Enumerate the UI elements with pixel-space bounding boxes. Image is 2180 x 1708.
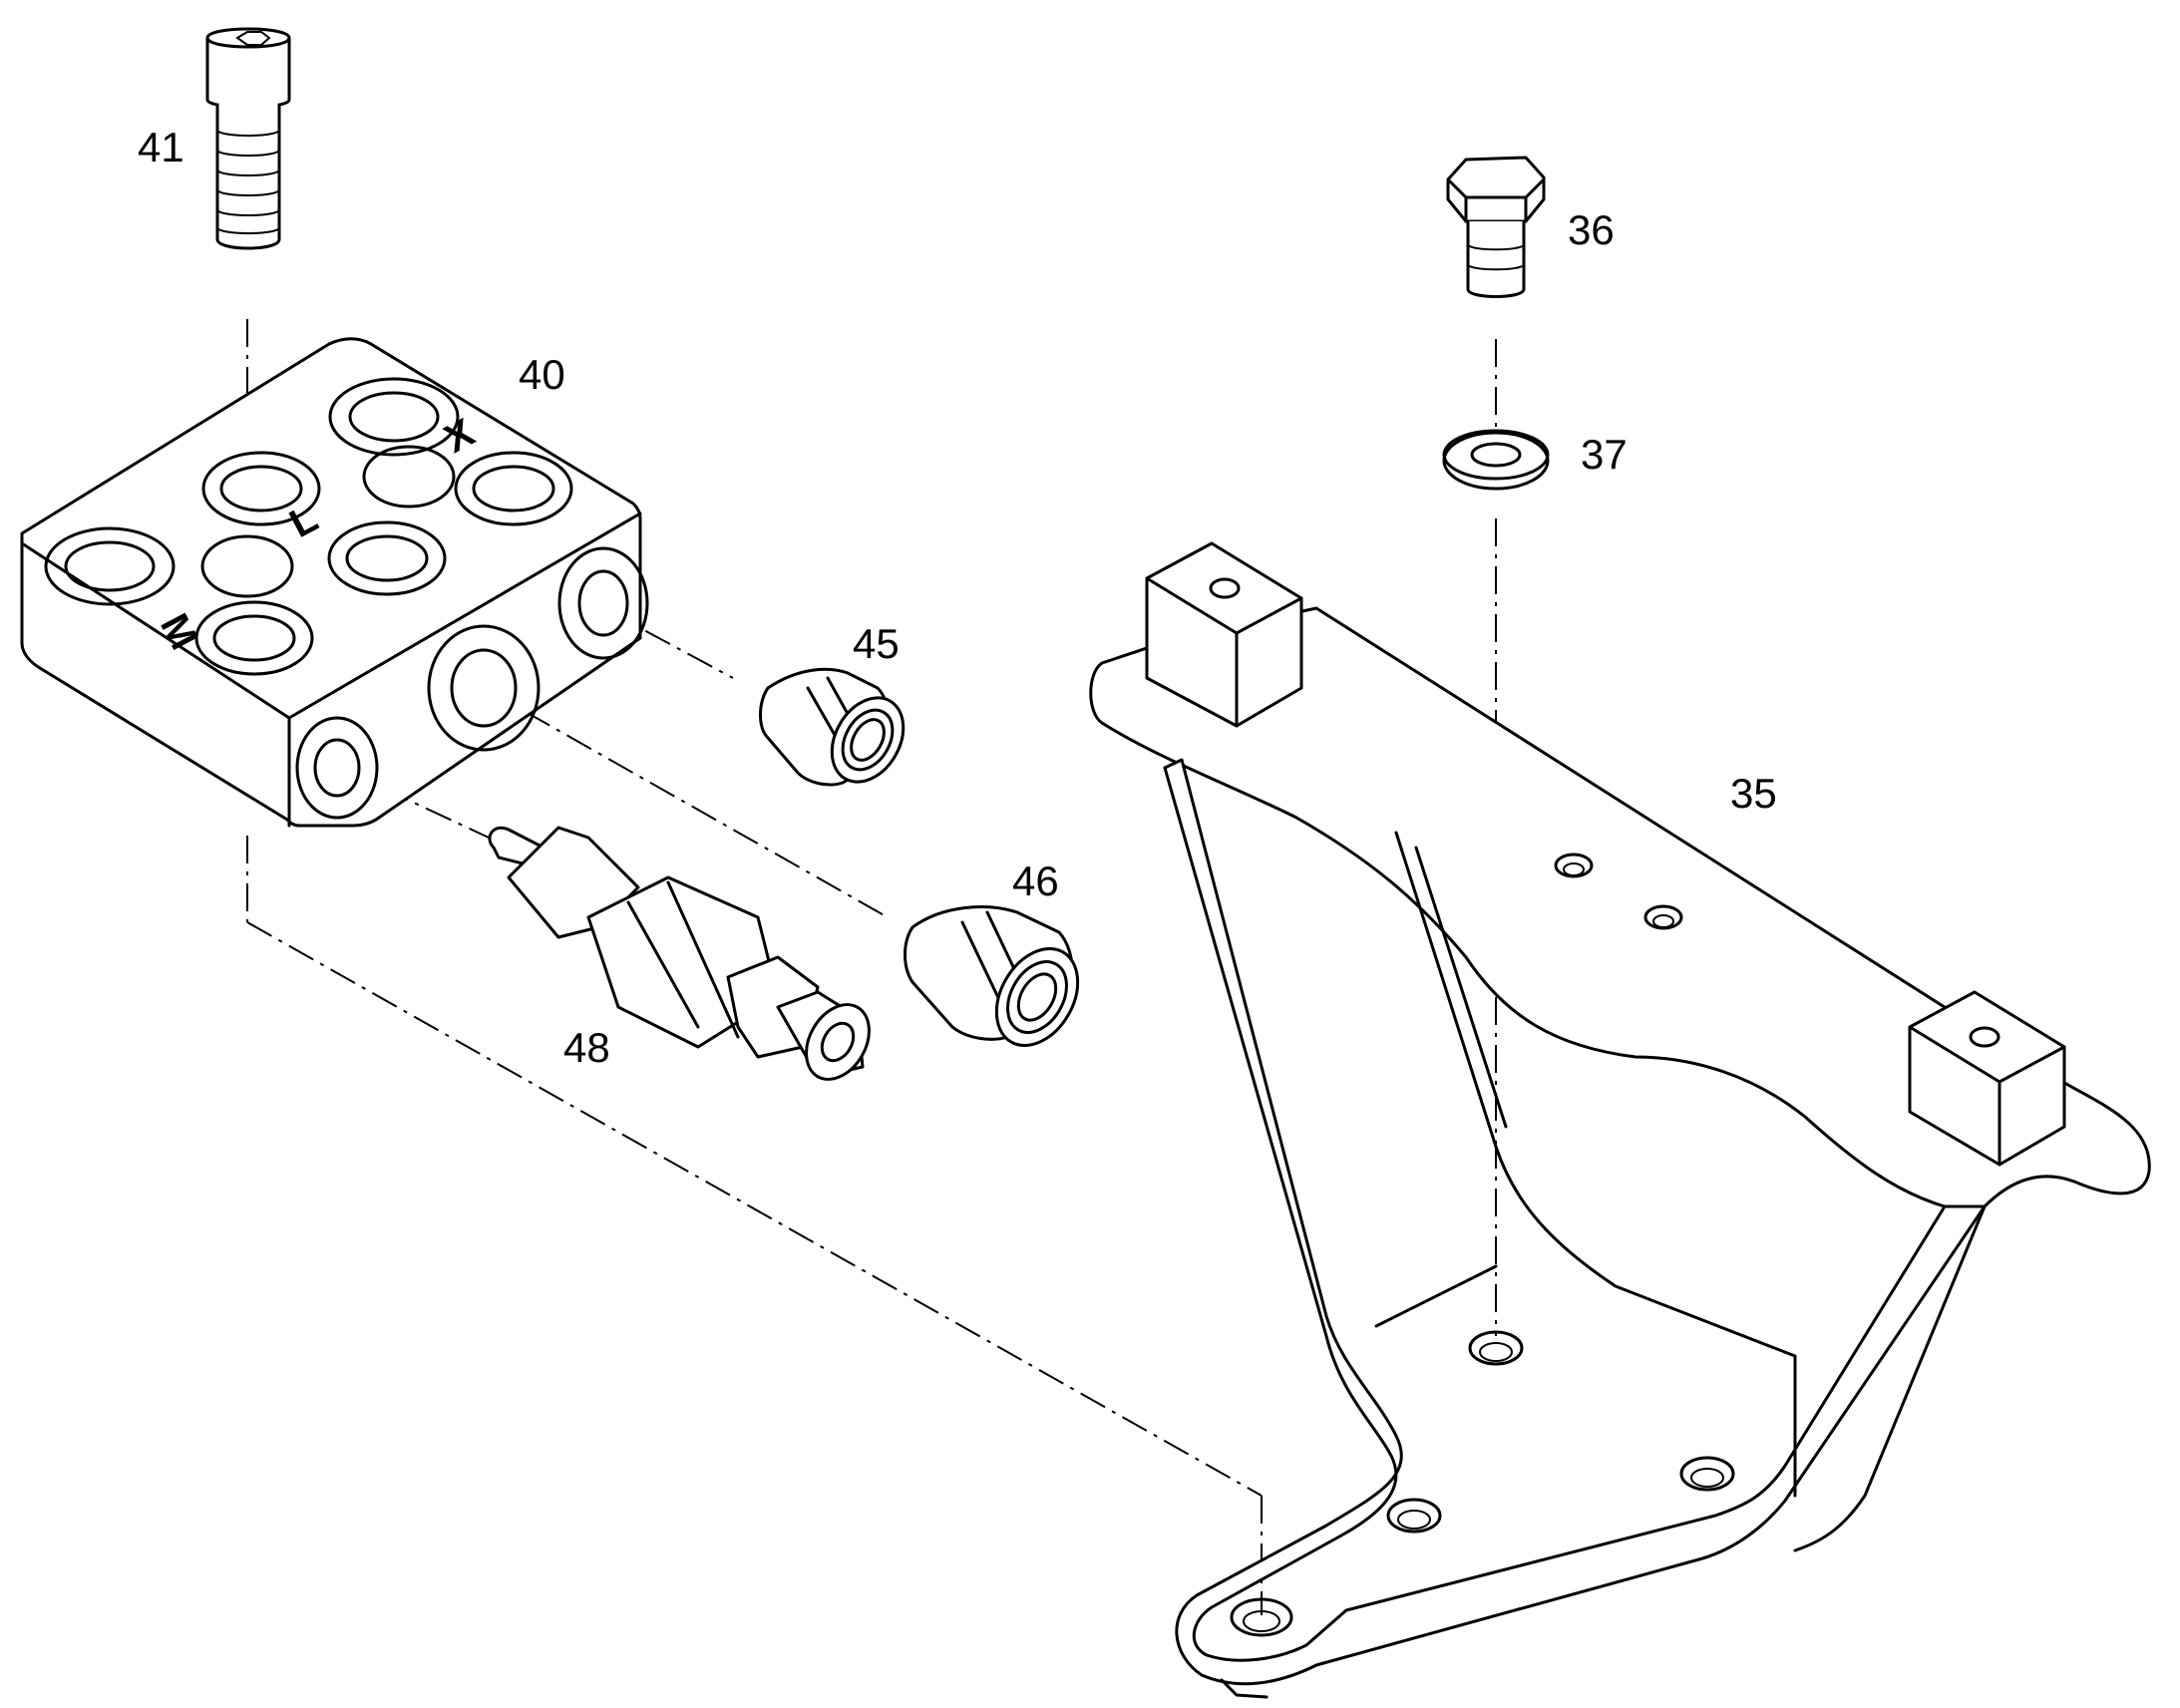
- callout-40: 40: [519, 351, 565, 398]
- hex-bolt-36: [1446, 156, 1546, 298]
- callout-37: 37: [1581, 431, 1628, 478]
- fitting-46: [904, 905, 1080, 1047]
- callout-35: 35: [1730, 770, 1777, 817]
- socket-head-cap-screw-41: [205, 27, 291, 250]
- callout-36: 36: [1568, 206, 1615, 253]
- callout-46: 46: [1012, 857, 1059, 904]
- valve-block-40: [20, 337, 649, 828]
- callout-48: 48: [563, 1024, 610, 1071]
- bracket-35: [1089, 541, 2151, 1699]
- fitting-45: [759, 667, 906, 787]
- callout-45: 45: [853, 620, 900, 667]
- callout-41: 41: [138, 124, 184, 171]
- sensor-48: [488, 826, 871, 1081]
- washer-37: [1442, 429, 1550, 491]
